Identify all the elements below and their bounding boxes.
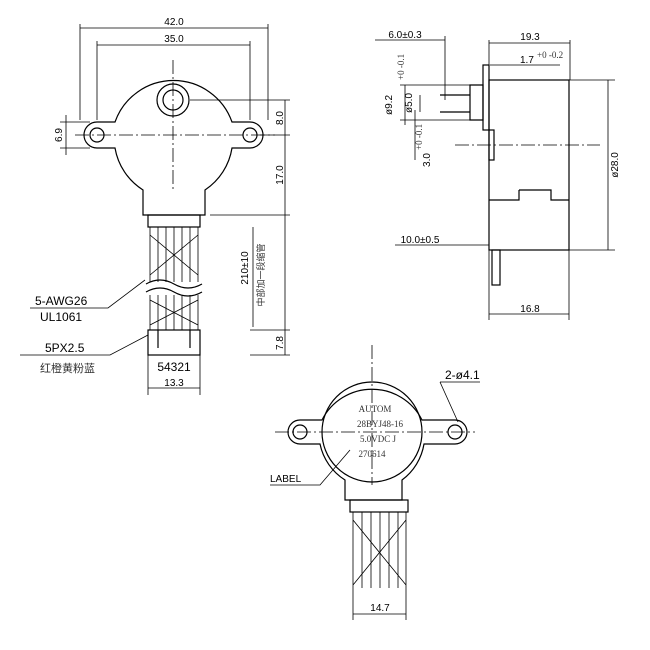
dim-flange-tol: +0 -0.2	[537, 50, 563, 60]
wire-colors: 红橙黄粉蓝	[40, 361, 95, 375]
dim-shaft-length: 6.0±0.3	[388, 30, 422, 41]
dim-flat: 3.0	[422, 153, 433, 167]
side-lead	[491, 249, 501, 286]
back-view: AUTOM 28BYJ48-16 5.0VDC J 270614 2-ø4.1 …	[270, 345, 480, 620]
dim-base-depth: 16.8	[520, 304, 540, 315]
label-line2: 28BYJ48-16	[357, 419, 404, 429]
label-callout: LABEL	[270, 474, 302, 485]
dim-hole-spacing: 35.0	[164, 34, 184, 45]
back-body-outline	[287, 388, 468, 501]
connector-pins	[157, 330, 191, 348]
label: AUTOM 28BYJ48-16 5.0VDC J 270614	[357, 404, 404, 459]
dim-shaft-tol: +0 -0.1	[396, 54, 406, 80]
label-line1: AUTOM	[359, 404, 392, 414]
dim-connector-width: 13.3	[164, 378, 184, 389]
dim-body-depth: 19.3	[520, 32, 540, 43]
dim-shaft-dia: ø5.0	[404, 93, 415, 113]
dim-lead-offset: 10.0±0.5	[401, 235, 440, 246]
wire-standard: UL1061	[40, 310, 82, 324]
side-cable-exit	[489, 189, 569, 201]
side-view: 6.0±0.3 19.3 1.7 +0 -0.2 ø9.2 ø5.0 +0 -0…	[375, 30, 621, 320]
side-shaft	[440, 84, 484, 121]
lead-note: 中部加一段缩管	[255, 243, 266, 306]
back-grommet	[349, 499, 409, 513]
dim-flange: 1.7	[520, 55, 534, 66]
wire-bundle	[145, 227, 203, 330]
dim-flat-tol: +0 -0.1	[414, 124, 424, 150]
cable-grommet	[147, 214, 201, 228]
label-line3: 5.0VDC J	[360, 434, 397, 444]
front-view: 42.0 35.0 6.9 8.0 17.0 210±10 中部加一段缩管 7.…	[20, 17, 290, 395]
dim-holes: 2-ø4.1	[445, 368, 480, 382]
dim-body-dia: ø28.0	[610, 152, 621, 178]
dim-cable-width: 14.7	[370, 603, 390, 614]
dim-lead-length: 210±10	[240, 251, 251, 285]
dim-center-to-bottom: 17.0	[275, 165, 286, 185]
connector	[147, 329, 201, 356]
dim-boss-dia: ø9.2	[384, 95, 395, 115]
wire-spec: 5-AWG26	[35, 294, 88, 308]
front-body-outline	[83, 79, 264, 216]
dim-connector-height: 7.8	[275, 336, 286, 350]
side-flange	[482, 64, 490, 131]
dim-shaft-offset: 8.0	[275, 111, 286, 125]
dim-overall-width: 42.0	[164, 17, 184, 28]
back-wire-bundle	[352, 512, 407, 588]
label-line4: 270614	[359, 449, 387, 459]
side-body	[488, 79, 570, 251]
connector-spec: 5PX2.5	[45, 341, 85, 355]
pin-numbers: 54321	[157, 360, 191, 374]
dim-ear-height: 6.9	[54, 128, 65, 142]
